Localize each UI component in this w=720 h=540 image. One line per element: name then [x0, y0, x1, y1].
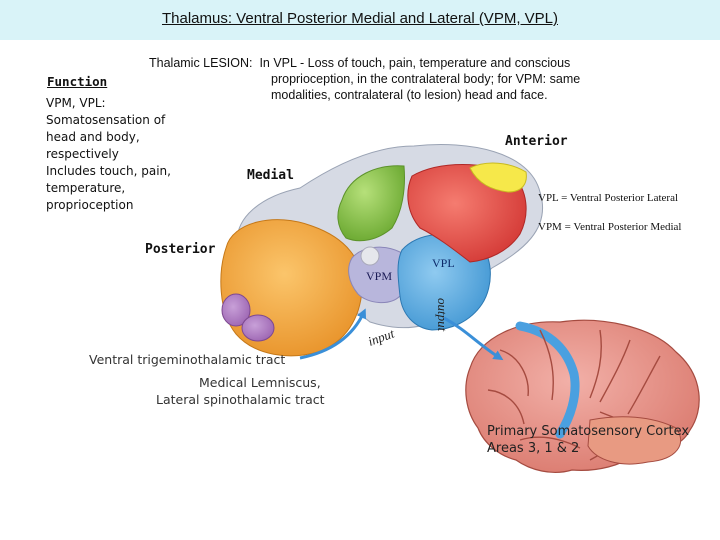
input-label: input — [366, 325, 397, 348]
centromedian-nucleus — [360, 246, 380, 266]
lesion-line-1: Thalamic LESION: In VPL - Loss of touch,… — [149, 56, 571, 70]
input-arrow — [299, 308, 367, 360]
lesion-line-3: modalities, contralateral (to lesion) he… — [271, 88, 548, 102]
function-text: VPM, VPL: Somatosensation of head and bo… — [46, 96, 171, 212]
medial-lemniscus-label: Medical Lemniscus, — [199, 375, 321, 390]
yellow-nucleus — [469, 162, 527, 193]
legend-vpm: VPM = Ventral Posterior Medial — [538, 221, 682, 233]
output-label: output — [435, 298, 450, 332]
medial-label: Medial — [247, 168, 294, 183]
output-arrow — [443, 316, 504, 361]
lesion-line-2: proprioception, in the contralateral bod… — [271, 72, 581, 86]
vpl-label: VPL — [432, 256, 455, 270]
title-bar — [0, 0, 720, 40]
lateral-geniculate — [241, 314, 275, 342]
green-nucleus — [337, 165, 405, 242]
legend-vpl: VPL = Ventral Posterior Lateral — [538, 192, 679, 204]
page-title: Thalamus: Ventral Posterior Medial and L… — [161, 10, 558, 27]
vpm-label: VPM — [366, 269, 392, 283]
brain-cortex — [465, 319, 700, 473]
posterior-label: Posterior — [145, 242, 216, 257]
anterior-label: Anterior — [505, 134, 568, 149]
trigeminothalamic-tract-label: Ventral trigeminothalamic tract — [89, 352, 286, 367]
function-heading: Function — [47, 74, 108, 89]
spinothalamic-tract-label: Lateral spinothalamic tract — [156, 392, 325, 407]
medial-geniculate — [221, 293, 251, 327]
somatosensory-cortex-label: Primary Somatosensory Cortex Areas 3, 1 … — [487, 424, 690, 456]
